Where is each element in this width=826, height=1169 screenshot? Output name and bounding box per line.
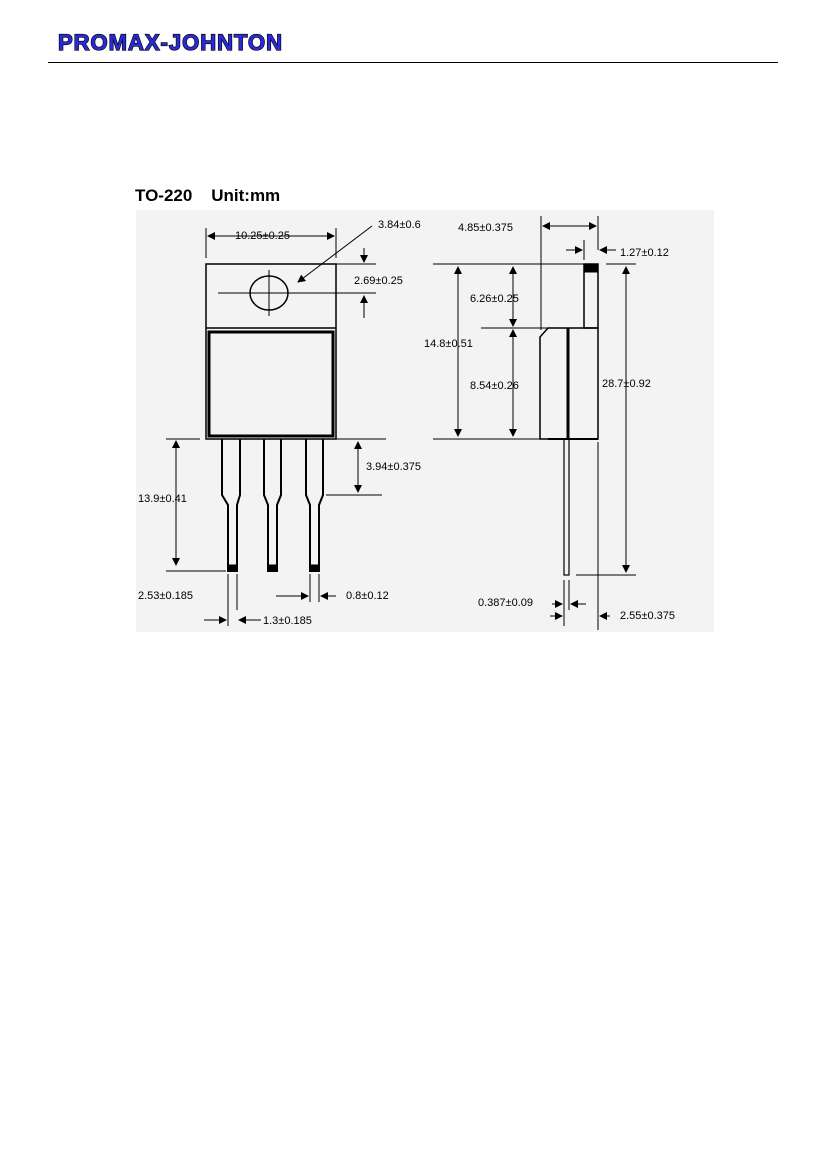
body-outline — [205, 263, 337, 440]
body-mold — [207, 330, 335, 438]
dim-overall-length: 28.7±0.92 — [602, 378, 651, 390]
dim-tab-thickness: 1.27±0.12 — [620, 247, 669, 259]
dim-body-width: 10.25±0.25 — [235, 230, 290, 242]
dim-lead-pitch-outer: 2.53±0.185 — [138, 590, 193, 602]
dim-body-height: 8.54±0.26 — [470, 380, 519, 392]
unit-label: Unit:mm — [211, 186, 281, 205]
dim-body-height-total: 14.8±0.51 — [424, 338, 473, 350]
figure-heading: TO-220 Unit:mm — [135, 186, 280, 206]
tab-side — [583, 263, 599, 329]
dim-lead-thickness: 0.387±0.09 — [478, 597, 533, 609]
logo-text: PROMAX-JOHNTON — [58, 30, 283, 55]
to220-drawing: 10.25±0.25 3.84±0.6 2.69±0.25 3.94±0.375… — [136, 210, 714, 632]
dim-lead-width-shoulder: 1.3±0.185 — [263, 615, 312, 627]
dim-depth: 4.85±0.375 — [458, 222, 513, 234]
header-rule — [48, 62, 778, 63]
lead-3 — [305, 439, 324, 572]
lead-side — [563, 438, 570, 576]
page-header: PROMAX-JOHNTON — [48, 22, 778, 64]
dim-hole-offset: 2.69±0.25 — [354, 275, 403, 287]
dim-lead-length: 13.9±0.41 — [138, 493, 187, 505]
dim-lead-offset: 2.55±0.375 — [620, 610, 675, 622]
company-logo: PROMAX-JOHNTON — [57, 29, 283, 55]
package-outline: 10.25±0.25 3.84±0.6 2.69±0.25 3.94±0.375… — [138, 216, 675, 630]
dim-lead-spacing-height: 3.94±0.375 — [366, 461, 421, 473]
dim-hole-diameter: 3.84±0.6 — [378, 219, 421, 231]
dim-lead-width: 0.8±0.12 — [346, 590, 389, 602]
package-name: TO-220 — [135, 186, 193, 205]
lead-2 — [263, 439, 282, 572]
lead-1 — [221, 439, 241, 572]
dim-tab-height: 6.26±0.25 — [470, 293, 519, 305]
